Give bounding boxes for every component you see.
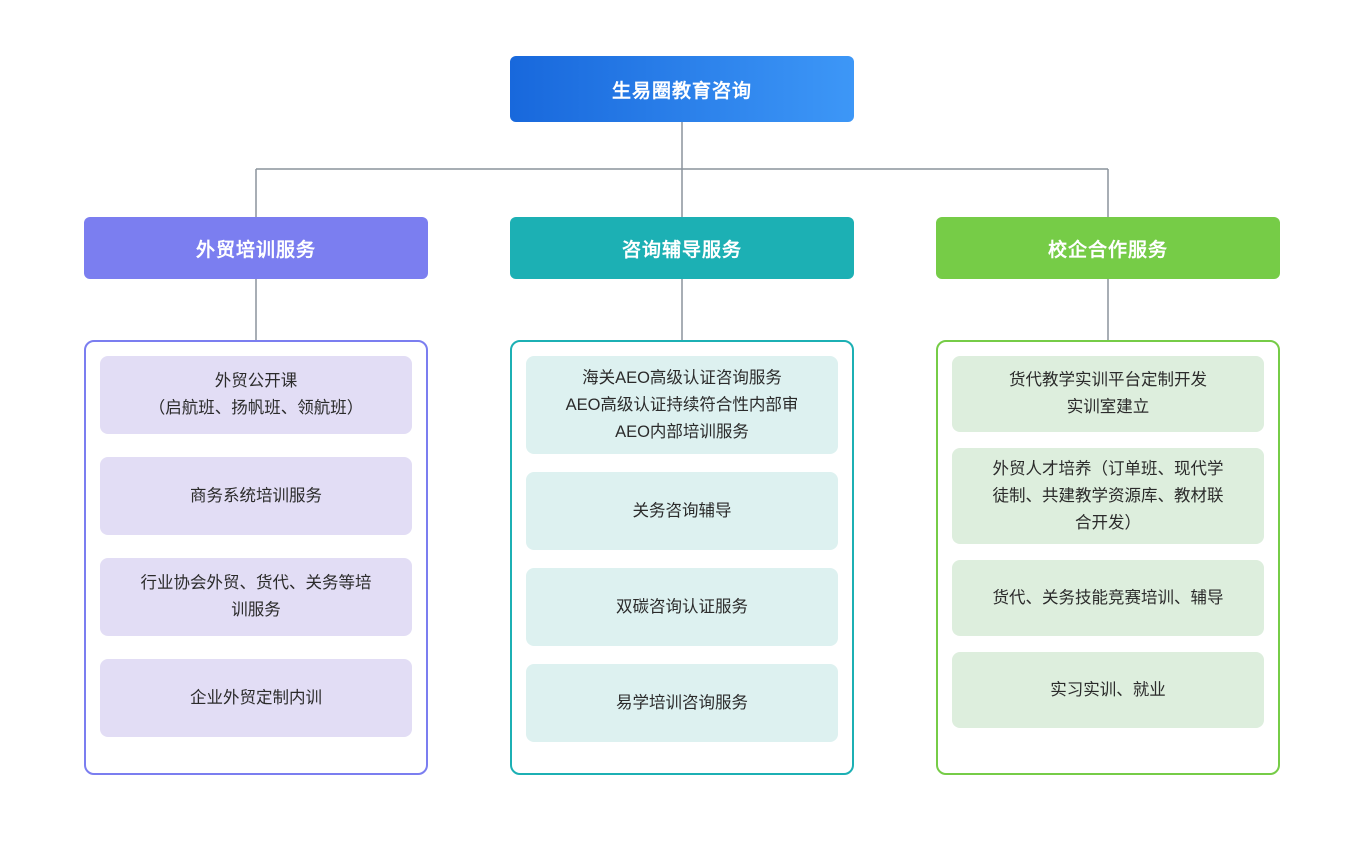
- branch-header-label: 校企合作服务: [1047, 239, 1168, 261]
- leaf-item[interactable]: 货代、关务技能竞赛培训、辅导: [952, 560, 1264, 636]
- branch-header-label: 咨询辅导服务: [621, 239, 742, 261]
- branch-header-school-enterprise[interactable]: 校企合作服务: [936, 217, 1280, 279]
- root-node-label: 生易圈教育咨询: [611, 80, 752, 102]
- branch-header-label: 外贸培训服务: [195, 239, 316, 261]
- leaf-item[interactable]: 实习实训、就业: [952, 652, 1264, 728]
- root-node[interactable]: 生易圈教育咨询: [510, 56, 854, 122]
- leaf-item[interactable]: 商务系统培训服务: [100, 457, 412, 535]
- leaf-item[interactable]: 易学培训咨询服务: [526, 664, 838, 742]
- branch-container-foreign-trade-training: 外贸公开课 （启航班、扬帆班、领航班） 商务系统培训服务 行业协会外贸、货代、关…: [84, 340, 428, 775]
- branch-container-school-enterprise: 货代教学实训平台定制开发 实训室建立 外贸人才培养（订单班、现代学 徒制、共建教…: [936, 340, 1280, 775]
- leaf-item[interactable]: 货代教学实训平台定制开发 实训室建立: [952, 356, 1264, 432]
- leaf-item[interactable]: 企业外贸定制内训: [100, 659, 412, 737]
- branch-header-foreign-trade-training[interactable]: 外贸培训服务: [84, 217, 428, 279]
- leaf-item[interactable]: 双碳咨询认证服务: [526, 568, 838, 646]
- leaf-item[interactable]: 外贸人才培养（订单班、现代学 徒制、共建教学资源库、教材联 合开发）: [952, 448, 1264, 544]
- leaf-item[interactable]: 关务咨询辅导: [526, 472, 838, 550]
- branch-header-consulting-tutoring[interactable]: 咨询辅导服务: [510, 217, 854, 279]
- leaf-item[interactable]: 行业协会外贸、货代、关务等培 训服务: [100, 558, 412, 636]
- leaf-item[interactable]: 海关AEO高级认证咨询服务 AEO高级认证持续符合性内部审 AEO内部培训服务: [526, 356, 838, 454]
- branch-container-consulting-tutoring: 海关AEO高级认证咨询服务 AEO高级认证持续符合性内部审 AEO内部培训服务 …: [510, 340, 854, 775]
- leaf-item[interactable]: 外贸公开课 （启航班、扬帆班、领航班）: [100, 356, 412, 434]
